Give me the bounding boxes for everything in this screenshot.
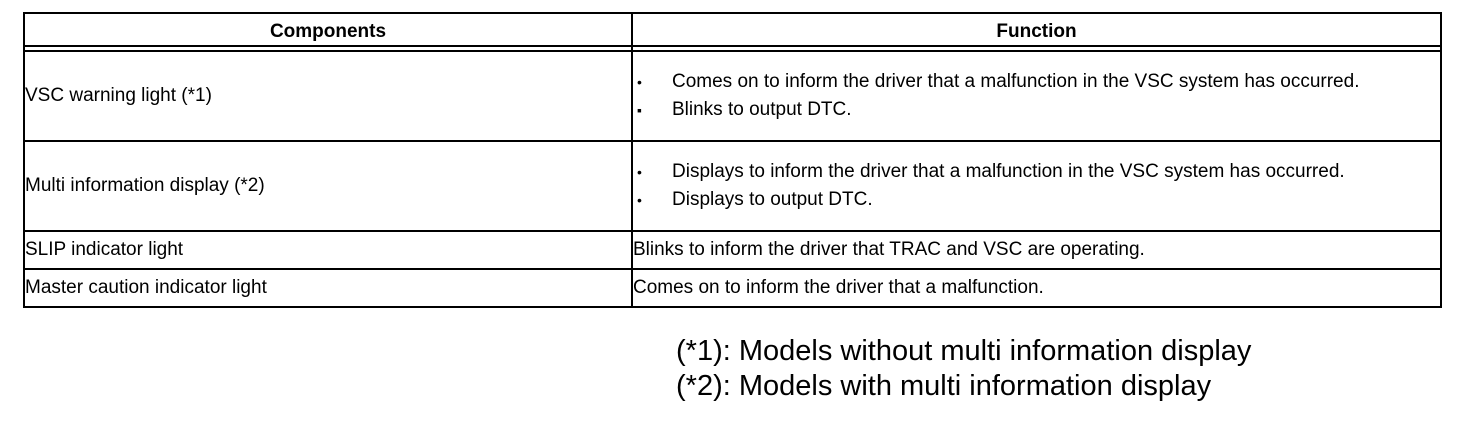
function-cell: • Displays to inform the driver that a m… xyxy=(631,140,1442,232)
footnote-2: (*2): Models with multi information disp… xyxy=(676,370,1212,402)
list-item: ▪ Blinks to output DTC. xyxy=(633,96,1440,124)
header-function: Function xyxy=(631,12,1442,52)
function-text: Blinks to output DTC. xyxy=(672,99,852,120)
list-item: • Displays to inform the driver that a m… xyxy=(633,158,1440,186)
component-cell: VSC warning light (*1) xyxy=(23,50,633,142)
function-text: Displays to output DTC. xyxy=(672,189,873,210)
function-cell: • Comes on to inform the driver that a m… xyxy=(631,50,1442,142)
footnote-1: (*1): Models without multi information d… xyxy=(676,335,1252,367)
table-row: Master caution indicator light Comes on … xyxy=(23,268,1442,308)
bullet-icon: • xyxy=(637,164,642,180)
list-item: • Comes on to inform the driver that a m… xyxy=(633,68,1440,96)
footnotes: (*1): Models without multi information d… xyxy=(676,334,1251,404)
table-row: Multi information display (*2) • Display… xyxy=(23,140,1442,232)
function-cell: Comes on to inform the driver that a mal… xyxy=(631,268,1442,308)
table-row: SLIP indicator light Blinks to inform th… xyxy=(23,230,1442,270)
component-cell: Multi information display (*2) xyxy=(23,140,633,232)
square-bullet-icon: ▪ xyxy=(637,102,642,118)
component-cell: Master caution indicator light xyxy=(23,268,633,308)
bullet-icon: • xyxy=(637,74,642,90)
function-list: • Comes on to inform the driver that a m… xyxy=(633,68,1440,124)
function-cell: Blinks to inform the driver that TRAC an… xyxy=(631,230,1442,270)
function-list: • Displays to inform the driver that a m… xyxy=(633,158,1440,214)
list-item: • Displays to output DTC. xyxy=(633,186,1440,214)
table-row: VSC warning light (*1) • Comes on to inf… xyxy=(23,50,1442,142)
component-cell: SLIP indicator light xyxy=(23,230,633,270)
function-text: Comes on to inform the driver that a mal… xyxy=(672,71,1360,92)
header-components: Components xyxy=(23,12,633,52)
function-text: Displays to inform the driver that a mal… xyxy=(672,161,1345,182)
table-header-row: Components Function xyxy=(23,12,1442,52)
bullet-icon: • xyxy=(637,192,642,208)
components-function-table: Components Function VSC warning light (*… xyxy=(23,12,1442,308)
